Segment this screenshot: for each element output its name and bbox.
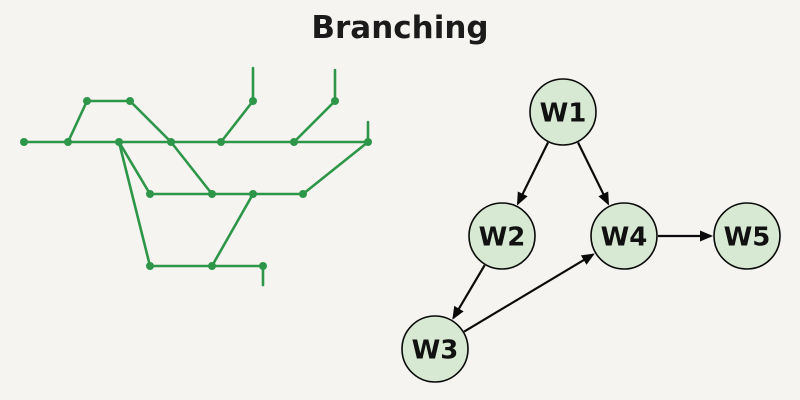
network-edge [117,140,152,268]
dag-edge-W1-W4 [577,142,610,206]
commit-network-graph [20,66,372,287]
dag-node-W2 [468,202,536,270]
network-node-dot [20,138,28,146]
dag-node-W4 [590,202,658,270]
dag-node-label-W2: W2 [479,222,526,252]
network-edge [169,140,214,196]
network-edge [117,140,152,196]
dag-node-W1 [529,78,597,146]
network-edge [210,192,255,268]
network-edge [301,140,370,196]
network-node-dot [64,138,72,146]
network-node-dot [249,190,257,198]
network-node-dot [208,190,216,198]
network-edge [292,99,337,144]
dag-edge-W3-W4 [463,253,595,333]
network-edge [66,99,89,144]
network-node-dot [259,262,267,270]
dag-node-W3 [401,315,469,383]
network-node-dot [217,138,225,146]
dag-node-label-W3: W3 [412,335,459,365]
network-node-dot [208,262,216,270]
dag-node-label-W5: W5 [724,222,771,252]
page-title: Branching [311,10,489,46]
network-node-dot [83,97,91,105]
network-node-dot [290,138,298,146]
network-node-dot [126,97,134,105]
network-node-dot [146,190,154,198]
network-node-dot [249,97,257,105]
network-node-dot [299,190,307,198]
dag-node-W5 [713,202,781,270]
network-node-dot [146,262,154,270]
dag-edge-W1-W2 [516,142,549,206]
network-node-dot [115,138,123,146]
network-node-dot [167,138,175,146]
network-node-dot [331,97,339,105]
dag-edge-W2-W3 [452,264,486,320]
network-edge [219,99,255,144]
network-node-dot [364,138,372,146]
dag-node-label-W1: W1 [540,98,587,128]
network-edge [128,99,173,144]
dag-node-label-W4: W4 [601,222,648,252]
